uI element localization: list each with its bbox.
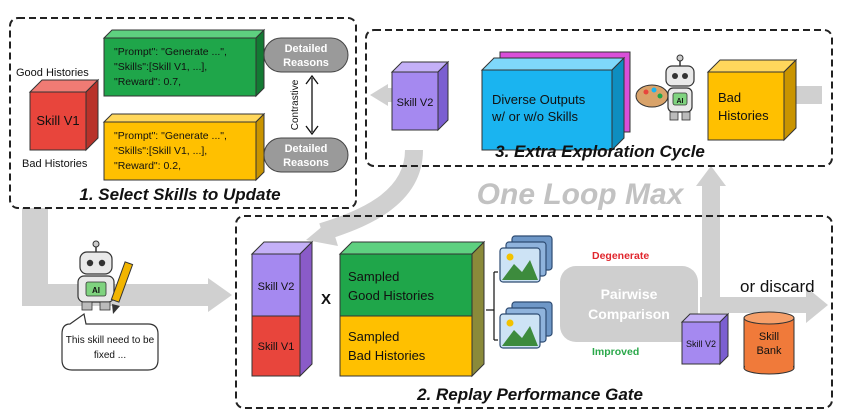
- speech-bubble: [61, 312, 159, 371]
- reason-top-line-1: Detailed: [285, 43, 328, 55]
- explore-skill-v2-label: Skill V2: [397, 97, 434, 109]
- panel-select-title: 1. Select Skills to Update: [79, 185, 280, 204]
- diverse-line-2: w/ or w/o Skills: [491, 109, 578, 124]
- contrastive-double-arrow: [305, 74, 319, 136]
- bad-card-line-2: "Skills":[Skill V1, ...],: [114, 145, 207, 157]
- image-connectors: [486, 271, 498, 341]
- or-discard-label: or discard: [740, 277, 815, 296]
- explore-bad-line-2: Histories: [718, 108, 769, 123]
- flow-up-arrowhead: [696, 166, 726, 186]
- flow-discard-shaft: [700, 297, 810, 313]
- times-symbol: X: [321, 291, 331, 308]
- explore-robot: [635, 54, 695, 121]
- skill-v1-cube: [28, 78, 100, 152]
- gate-skill-stack: [250, 240, 314, 378]
- image-icon-top: [499, 235, 553, 283]
- pairwise-line-2: Comparison: [588, 306, 670, 322]
- panel-explore-title: 3. Extra Exploration Cycle: [495, 142, 705, 161]
- sampled-histories-stack: [338, 240, 486, 378]
- flow-up-shaft: [702, 182, 720, 300]
- good-histories-label: Good Histories: [16, 67, 89, 79]
- flow-left-arrowhead: [208, 278, 232, 312]
- bad-card-line-1: "Prompt": "Generate ...",: [114, 130, 227, 142]
- reason-pill-top: [263, 37, 349, 73]
- contrastive-label: Contrastive: [290, 79, 301, 130]
- skill-bank-cylinder: [743, 311, 795, 375]
- flow-discard-arrowhead: [806, 287, 828, 323]
- sampled-bad-line-1: Sampled: [348, 329, 399, 344]
- speech-line-2: fixed ...: [94, 350, 126, 361]
- gate-skill-v2-label: Skill V2: [258, 281, 295, 293]
- gate-skill-v1-label: Skill V1: [258, 341, 295, 353]
- skill-bank-line-2: Bank: [756, 345, 782, 357]
- left-robot: [77, 240, 134, 314]
- explore-robot-badge: AI: [677, 98, 684, 105]
- skill-v1-label: Skill V1: [36, 113, 79, 128]
- one-loop-max-label: One Loop Max: [477, 178, 685, 211]
- bad-history-card: [102, 112, 266, 182]
- reason-bottom-line-1: Detailed: [285, 143, 328, 155]
- good-card-line-3: "Reward": 0.7,: [114, 76, 181, 88]
- sampled-good-line-1: Sampled: [348, 269, 399, 284]
- panel-explore-border: [365, 29, 833, 167]
- panel-gate-border: [235, 215, 833, 409]
- speech-line-1: This skill need to be: [66, 335, 155, 346]
- skill-bank-line-1: Skill: [759, 331, 779, 343]
- reason-top-line-2: Reasons: [283, 57, 329, 69]
- image-icon-bottom: [499, 301, 553, 349]
- left-robot-badge: AI: [92, 286, 100, 295]
- reason-bottom-line-2: Reasons: [283, 157, 329, 169]
- explore-left-arrowhead: [370, 84, 388, 106]
- good-card-line-2: "Skills":[Skill V1, ...],: [114, 61, 207, 73]
- bad-card-line-3: "Reward": 0.2,: [114, 160, 181, 172]
- sampled-good-line-2: Good Histories: [348, 288, 434, 303]
- pairwise-line-1: Pairwise: [601, 286, 658, 302]
- panel-select-border: [9, 17, 357, 209]
- explore-skill-v2-cube: [390, 60, 450, 132]
- good-card-line-1: "Prompt": "Generate ...",: [114, 46, 227, 58]
- gate-small-skill-v2-label: Skill V2: [686, 339, 716, 349]
- pairwise-comparison-pill: [560, 266, 698, 342]
- reason-pill-bottom: [263, 137, 349, 173]
- bad-histories-label: Bad Histories: [22, 158, 88, 170]
- gate-small-skill-v2-cube: [680, 312, 730, 366]
- degenerate-label: Degenerate: [592, 250, 649, 262]
- improved-label: Improved: [592, 346, 639, 358]
- good-history-card: [102, 28, 266, 98]
- diverse-line-1: Diverse Outputs: [492, 92, 586, 107]
- bad-entry-shaft: [792, 86, 822, 104]
- diverse-outputs-stack: [480, 51, 631, 152]
- panel-gate-title: 2. Replay Performance Gate: [416, 385, 643, 404]
- sampled-bad-line-2: Bad Histories: [348, 348, 426, 363]
- flow-curve-arrowhead: [306, 220, 338, 246]
- explore-bad-histories-cube: [706, 58, 798, 142]
- explore-bad-line-1: Bad: [718, 90, 741, 105]
